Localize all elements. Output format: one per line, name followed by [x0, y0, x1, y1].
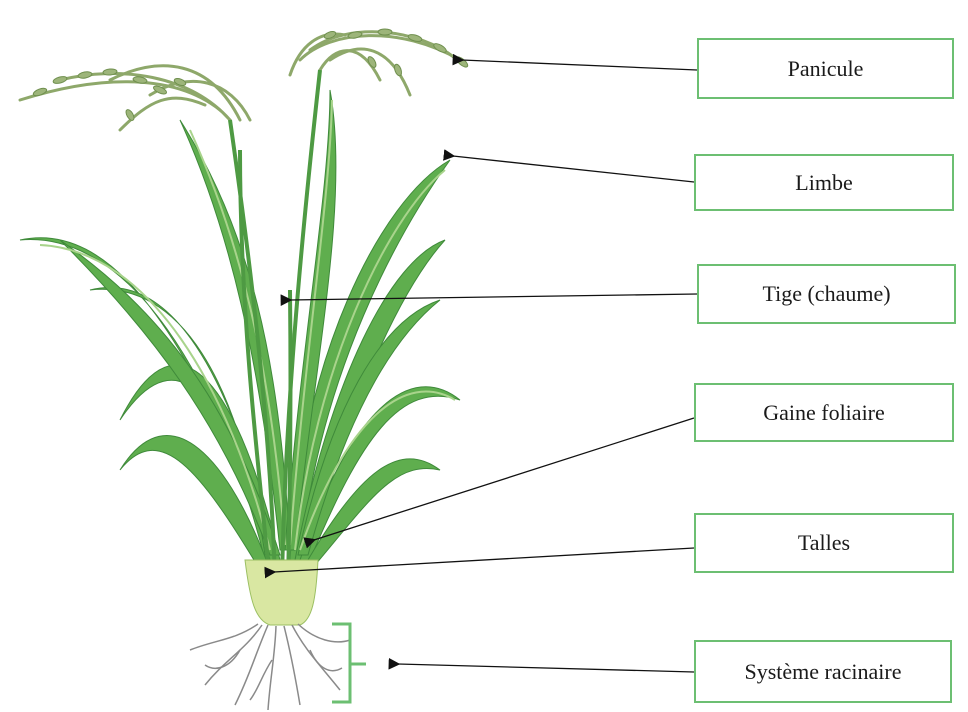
label-panicule: Panicule: [697, 38, 954, 99]
arrow-talles: [274, 548, 694, 572]
arrow-systeme: [398, 664, 694, 672]
root-system-bracket: [332, 624, 366, 702]
label-tige: Tige (chaume): [697, 264, 956, 324]
arrow-limbe: [453, 156, 694, 182]
label-systeme-racinaire: Système racinaire: [694, 640, 952, 703]
rice-plant-illustration: [20, 29, 469, 710]
panicle-group: [20, 32, 460, 130]
label-gaine-foliaire: Gaine foliaire: [694, 383, 954, 442]
label-limbe: Limbe: [694, 154, 954, 211]
label-talles: Talles: [694, 513, 954, 573]
root-system: [190, 624, 350, 710]
arrow-panicule: [462, 60, 697, 70]
